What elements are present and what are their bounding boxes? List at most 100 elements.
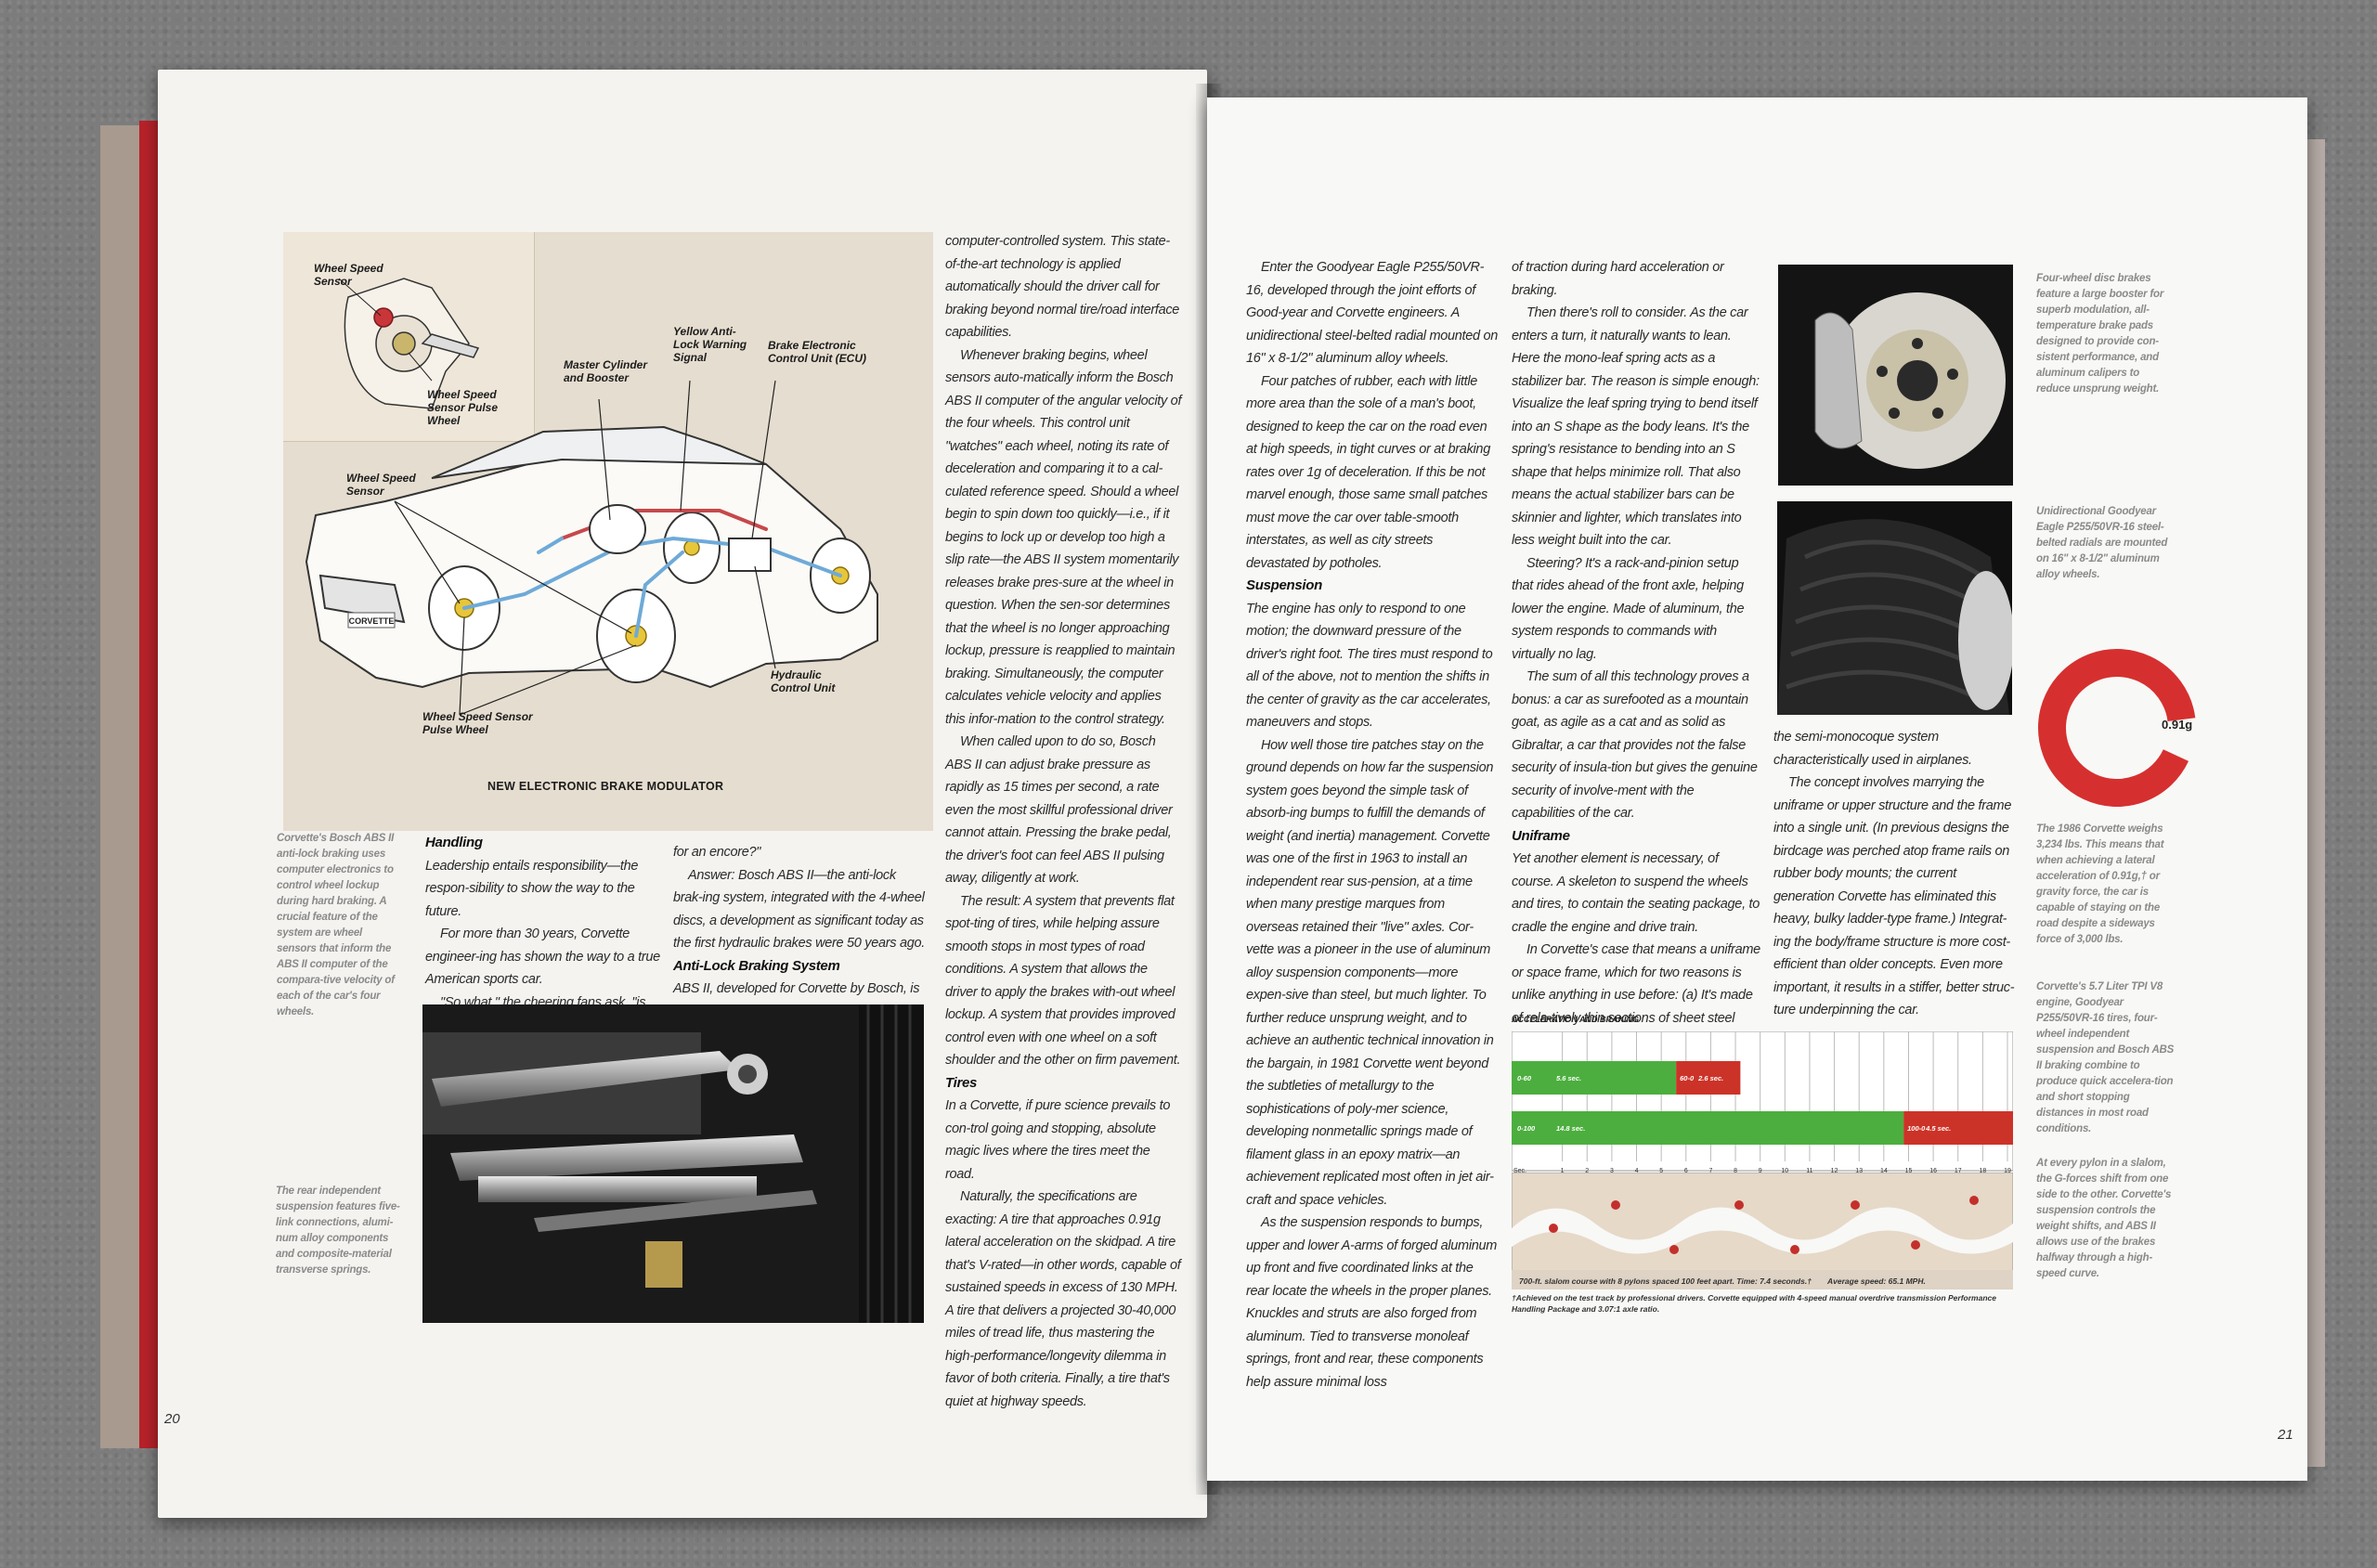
label-master-cylinder: Master Cylinder and Booster [564, 358, 648, 384]
accel-bar [1512, 1111, 1904, 1145]
x-tick-label: 10 [1781, 1168, 1788, 1174]
paragraph: Enter the Goodyear Eagle P255/50VR-16, d… [1246, 260, 1499, 366]
paragraph: the semi-monocoque system characteristic… [1773, 730, 1972, 768]
brake-label: 60-0 [1680, 1074, 1695, 1082]
x-tick-label: 8 [1734, 1168, 1737, 1174]
label-pulse-wheel: Wheel Speed Sensor Pulse Wheel [422, 710, 533, 736]
label-wheel-sensor: Wheel Speed Sensor [346, 472, 416, 498]
brake-bar [1676, 1061, 1741, 1095]
label-inset-pulse: Wheel Speed Sensor Pulse Wheel [427, 388, 499, 427]
paragraph: How well those tire patches stay on the … [1246, 737, 1494, 1208]
x-tick-label: 6 [1684, 1168, 1688, 1174]
heading-abs: Anti-Lock Braking System [673, 957, 840, 974]
accel-label: 0-60 [1517, 1074, 1532, 1082]
x-tick-label: 2 [1585, 1168, 1589, 1174]
page-number-left: 20 [164, 1411, 180, 1427]
brake-value-label: 4.5 sec. [1925, 1124, 1951, 1133]
x-tick-label: 4 [1635, 1168, 1639, 1174]
paragraph: For more than 30 years, Corvette enginee… [425, 927, 660, 987]
x-tick-label: 17 [1955, 1168, 1962, 1174]
paragraph: The sum of all this technology proves a … [1512, 669, 1758, 821]
heading-uniframe: Uniframe [1512, 827, 1570, 844]
x-tick-label: 3 [1610, 1168, 1614, 1174]
paragraph: computer-controlled system. This state-o… [945, 234, 1180, 340]
car-cutaway: CORVETTE [305, 380, 878, 716]
brake-bar [1903, 1111, 2013, 1145]
tire-photo [1777, 501, 2012, 715]
suspension-photo-art [422, 1004, 924, 1323]
accel-value-label: 5.6 sec. [1556, 1074, 1581, 1082]
chart-footnote: †Achieved on the test track by professio… [1512, 1293, 1996, 1314]
x-tick-label: 9 [1759, 1168, 1762, 1174]
book-edge-red [139, 121, 160, 1448]
label-yellow-warning: Yellow Anti-Lock Warning Signal [673, 325, 747, 364]
left-col1: Handling Leadership entails responsibili… [425, 832, 662, 1037]
label-ecu: Brake Electronic Control Unit (ECU) [768, 339, 866, 365]
x-tick-label: 15 [1905, 1168, 1913, 1174]
rear-suspension-photo [422, 1004, 924, 1323]
brake-modulator-diagram: Wheel Speed Sensor Wheel Speed Sensor Pu… [283, 232, 933, 831]
paragraph: In a Corvette, if pure science prevails … [945, 1098, 1171, 1182]
paragraph: Yet another element is necessary, of cou… [1512, 851, 1760, 935]
paragraph: for an encore?" [673, 845, 761, 860]
x-tick-label: 7 [1708, 1168, 1712, 1174]
right-col3: the semi-monocoque system characteristic… [1773, 726, 2020, 1022]
corvette-badge: CORVETTE [349, 616, 395, 626]
brake-value-label: 2.6 sec. [1697, 1074, 1723, 1082]
slalom-course-text: 700-ft. slalom course with 8 pylons spac… [1519, 1276, 1812, 1286]
x-tick-label: 12 [1831, 1168, 1838, 1174]
paragraph: Leadership entails responsibility—the re… [425, 858, 639, 919]
caption-tires: Unidirectional Goodyear Eagle P255/50VR-… [2036, 506, 2168, 580]
book-edge-right [2306, 139, 2325, 1467]
wheel-hub-illustration [338, 278, 480, 409]
x-tick-label: 16 [1929, 1168, 1937, 1174]
accel-value-label: 14.8 sec. [1556, 1124, 1585, 1133]
diagram-title: NEW ELECTRONIC BRAKE MODULATOR [487, 780, 724, 793]
paragraph: Then there's roll to consider. As the ca… [1512, 305, 1760, 548]
x-tick-label: 11 [1806, 1168, 1812, 1174]
paragraph: When called upon to do so, Bosch ABS II … [945, 734, 1173, 886]
paragraph: Four patches of rubber, each with little… [1246, 373, 1490, 571]
paragraph: As the suspension responds to bumps, upp… [1246, 1215, 1498, 1390]
disc-brake-photo [1778, 265, 2013, 486]
paragraph: The concept involves marrying the unifra… [1773, 775, 2015, 1017]
disc-brake-art [1814, 292, 2006, 469]
x-tick-label: 1 [1561, 1168, 1565, 1174]
x-tick-label: 19 [2004, 1168, 2011, 1174]
slalom-speed-text: Average speed: 65.1 MPH. [1827, 1276, 1926, 1286]
label-hydraulic: Hydraulic Control Unit [771, 668, 836, 694]
x-tick-prefix: Sec. [1513, 1168, 1526, 1174]
paragraph: Whenever braking begins, wheel sensors a… [945, 347, 1182, 727]
caption-brakes: Four-wheel disc brakes feature a large b… [2036, 273, 2164, 395]
chart-title: ACCELERATION AND BRAKING [1512, 1015, 1639, 1024]
accel-bar [1512, 1061, 1677, 1095]
caption-suspension: The rear independent suspension features… [276, 1186, 400, 1276]
chart-plot-area [1512, 1031, 2013, 1172]
x-tick-label: 5 [1659, 1168, 1663, 1174]
x-tick-label: 18 [1979, 1168, 1986, 1174]
caption-slalom: At every pylon in a slalom, the G-forces… [2036, 1158, 2172, 1279]
x-tick-label: 13 [1855, 1168, 1863, 1174]
book-edge [100, 125, 142, 1448]
paragraph: The engine has only to respond to one mo… [1246, 601, 1493, 731]
caption-engine: Corvette's 5.7 Liter TPI V8 engine, Good… [2036, 981, 2175, 1134]
brake-label: 100-0 [1907, 1124, 1926, 1133]
page-number-right: 21 [2278, 1427, 2293, 1443]
left-col2: for an encore?" Answer: Bosch ABS II—the… [673, 841, 929, 1023]
caption-abs: Corvette's Bosch ABS II anti-lock brakin… [277, 833, 395, 1017]
paragraph: Answer: Bosch ABS II—the anti-lock brak-… [673, 867, 925, 952]
paragraph: of traction during hard acceleration or … [1512, 260, 1724, 298]
left-col3: computer-controlled system. This state-o… [945, 230, 1182, 1413]
label-inset-sensor: Wheel Speed Sensor [314, 262, 383, 288]
gforce-label: 0.91g [2162, 718, 2193, 732]
caption-gforce: The 1986 Corvette weighs 3,234 lbs. This… [2036, 823, 2164, 945]
right-col2: of traction during hard acceleration or … [1512, 256, 1760, 1098]
accel-label: 0-100 [1517, 1124, 1536, 1133]
tire-art [1777, 519, 2012, 715]
slalom-diagram [1512, 1173, 2013, 1289]
x-tick-label: 14 [1880, 1168, 1888, 1174]
heading-suspension: Suspension [1246, 577, 1323, 593]
paragraph: Naturally, the specifications are exacti… [945, 1189, 1181, 1409]
